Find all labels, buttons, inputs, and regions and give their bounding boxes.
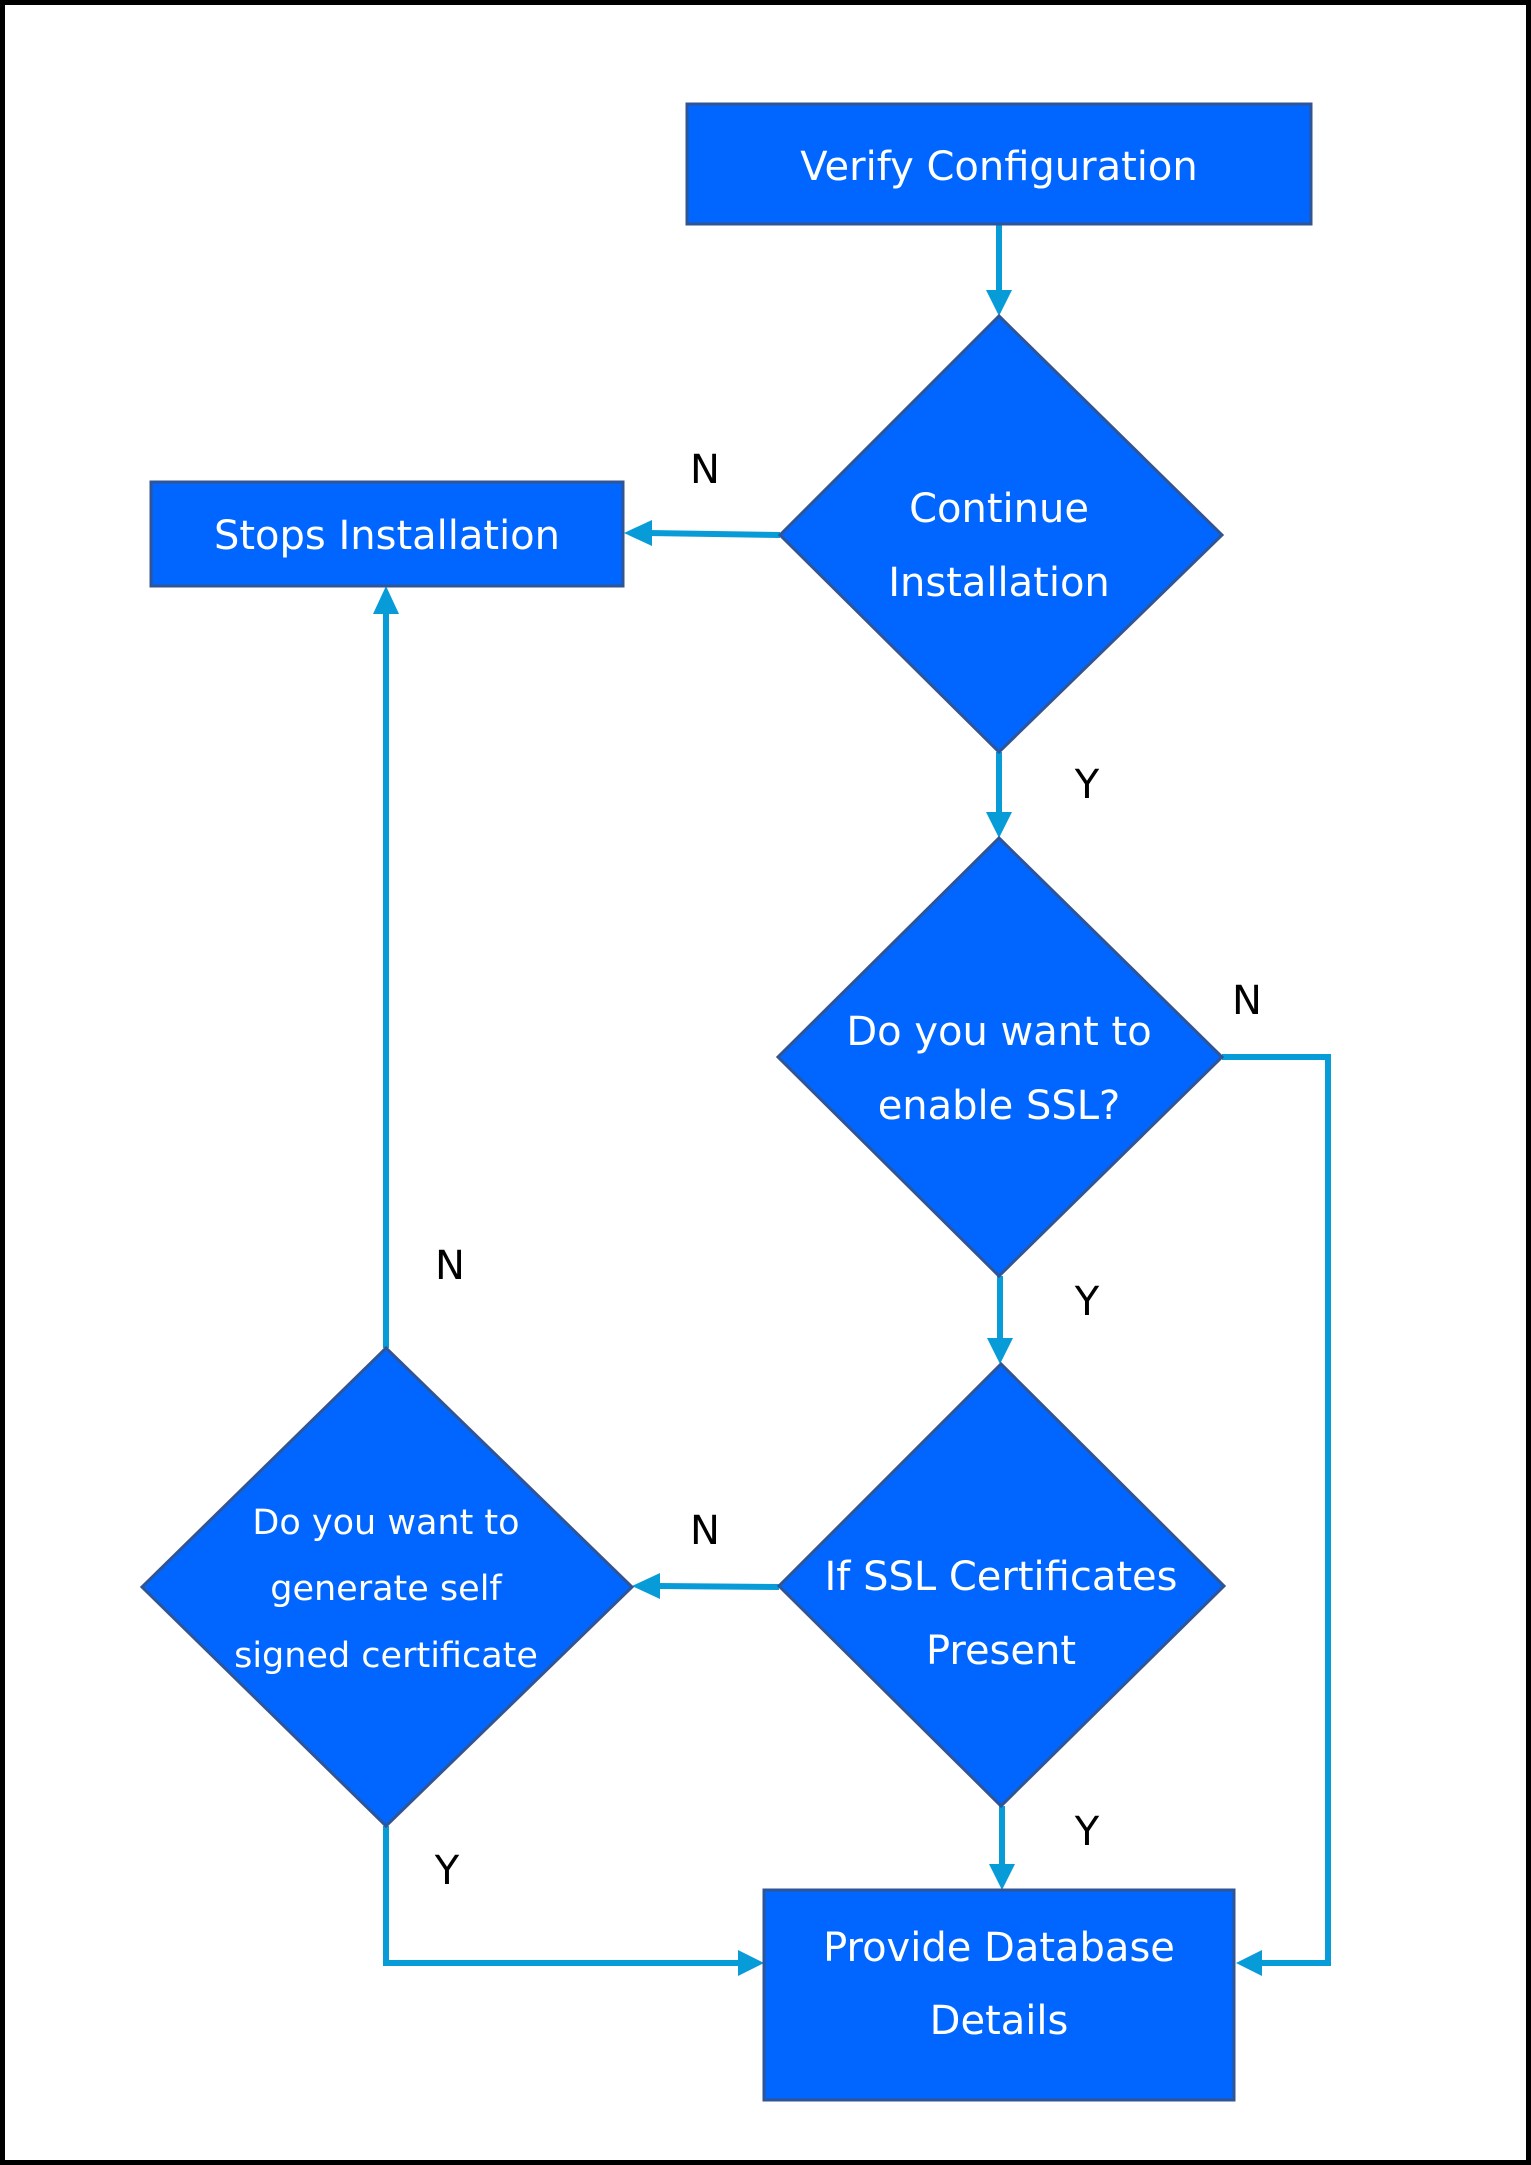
node-enable-ssl-line2: enable SSL? — [878, 1083, 1121, 1129]
edge-continue-to-stops — [624, 520, 781, 546]
edge-verify-to-continue — [986, 224, 1012, 316]
node-stops-installation-label: Stops Installation — [214, 513, 560, 559]
edge-label-continue-to-stops: N — [690, 447, 720, 493]
node-generate-self-signed[interactable]: Do you want to generate self signed cert… — [139, 1345, 635, 1829]
node-self-signed-line1: Do you want to — [252, 1503, 519, 1543]
edge-label-continue-to-enable-ssl: Y — [1074, 762, 1100, 808]
node-self-signed-line3: signed certificate — [234, 1636, 538, 1676]
node-continue-installation-line1: Continue — [909, 486, 1089, 532]
edge-continue-to-enable-ssl — [986, 752, 1012, 838]
edge-ssl-present-to-database — [989, 1806, 1015, 1890]
edge-enable-ssl-to-ssl-present — [987, 1276, 1013, 1364]
node-continue-installation-line2: Installation — [888, 560, 1110, 606]
node-ssl-present-line2: Present — [926, 1628, 1076, 1674]
node-verify-configuration-label: Verify Configuration — [800, 144, 1197, 190]
edge-label-enable-ssl-to-ssl-present: Y — [1074, 1279, 1100, 1325]
node-ssl-certificates-present[interactable]: If SSL Certificates Present — [776, 1361, 1227, 1809]
node-database-line1: Provide Database — [823, 1925, 1175, 1971]
node-stops-installation[interactable]: Stops Installation — [149, 480, 625, 588]
node-verify-configuration[interactable]: Verify Configuration — [685, 102, 1313, 226]
edge-label-self-signed-to-stops: N — [435, 1243, 465, 1289]
node-self-signed-line2: generate self — [270, 1569, 502, 1609]
edge-label-self-signed-to-database: Y — [434, 1848, 460, 1894]
node-provide-database-details[interactable]: Provide Database Details — [762, 1888, 1236, 2102]
edge-self-signed-to-stops — [373, 586, 399, 1348]
node-ssl-present-line1: If SSL Certificates — [825, 1554, 1178, 1600]
edge-ssl-present-to-self-signed — [632, 1573, 780, 1599]
edge-self-signed-to-database — [383, 1826, 764, 1976]
node-enable-ssl-line1: Do you want to — [846, 1009, 1151, 1055]
edge-enable-ssl-to-database — [1222, 1054, 1331, 1976]
edge-label-ssl-present-to-self-signed: N — [690, 1508, 720, 1554]
edge-label-enable-ssl-to-database: N — [1232, 978, 1262, 1024]
node-continue-installation[interactable]: Continue Installation — [777, 313, 1225, 755]
node-database-line2: Details — [930, 1998, 1069, 2044]
edge-label-ssl-present-to-database: Y — [1074, 1809, 1100, 1855]
node-enable-ssl[interactable]: Do you want to enable SSL? — [775, 835, 1225, 1279]
